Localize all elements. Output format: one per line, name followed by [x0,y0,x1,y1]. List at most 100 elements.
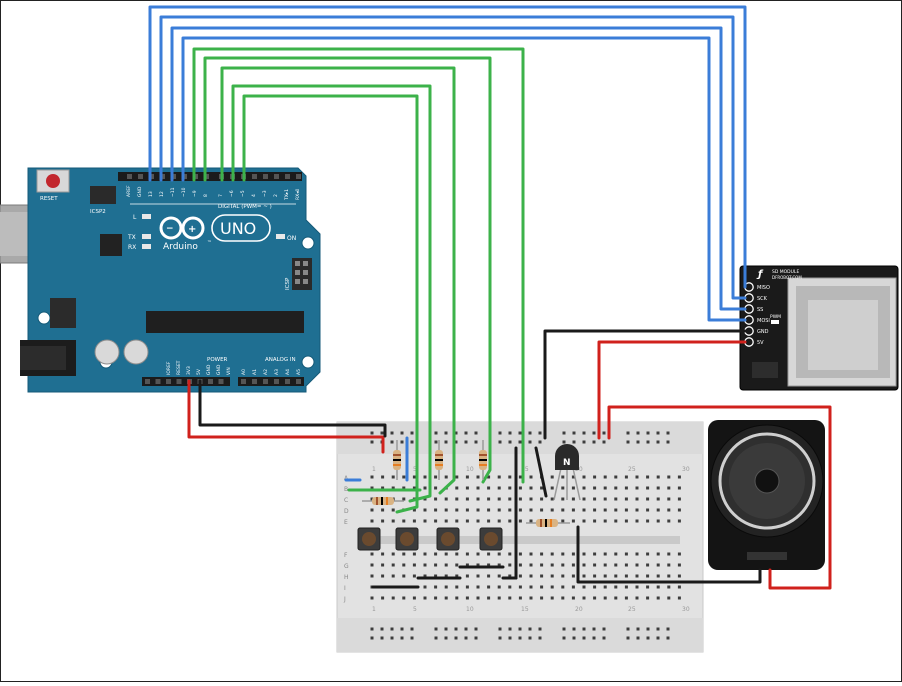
breadboard-hole [444,475,448,479]
analog-pin-labels: A0 A1 A2 A3 A4 A5 [241,369,302,375]
speaker-dustcap [754,468,780,494]
breadboard-hole [529,563,533,567]
breadboard-hole [465,574,469,578]
push-button[interactable] [479,527,503,551]
breadboard-hole [677,574,681,578]
breadboard-hole [582,574,586,578]
power-rail-hole [370,627,374,631]
pin-label: 13 [148,191,154,197]
breadboard-hole [646,596,650,600]
breadboard-hole [423,497,427,501]
icsp2-header [90,186,116,204]
icsp2-label: ICSP2 [90,209,106,215]
breadboard-hole [529,552,533,556]
power-rail-hole [498,440,502,444]
digital-label: DIGITAL (PWM= ~ ) [218,204,272,210]
breadboard-hole [677,596,681,600]
breadboard-hole [487,508,491,512]
row-label-j: J [343,596,346,603]
power-rail-hole [434,627,438,631]
power-rail-hole [400,627,404,631]
col-number-top: 15 [521,466,529,473]
center-channel [360,536,680,544]
breadboard-hole [635,497,639,501]
power-rail-hole [454,431,458,435]
breadboard-hole [476,574,480,578]
push-button[interactable] [436,527,460,551]
breadboard-hole [603,486,607,490]
resistor-band [376,497,378,505]
header-hole [218,379,224,384]
breadboard-hole [381,596,385,600]
breadboard-hole [434,585,438,589]
breadboard-hole [391,552,395,556]
breadboard-hole [656,552,660,556]
power-rail-hole [572,440,576,444]
breadboard-hole [677,497,681,501]
power-rail-hole [370,431,374,435]
breadboard-hole [444,585,448,589]
header-hole [252,379,257,384]
resistor [393,440,401,480]
breadboard-hole [667,508,671,512]
breadboard-hole [593,497,597,501]
row-label-g: G [344,563,349,570]
logo-right-loop [181,216,205,240]
col-number-top: 25 [628,466,636,473]
breadboard-hole [677,486,681,490]
breadboard-hole [561,563,565,567]
power-rail-hole [646,440,650,444]
breadboard-hole [614,486,618,490]
power-rail-hole [538,440,542,444]
power-header [142,377,230,386]
push-button[interactable] [357,527,381,551]
col-number-bottom: 20 [575,606,583,613]
breadboard-hole [476,486,480,490]
power-rail-hole [592,440,596,444]
power-rail-hole [410,636,414,640]
sd-card-slot-tray [808,300,878,370]
pin-label: 2 [273,194,279,197]
breadboard-hole [603,563,607,567]
row-label-d: D [344,508,349,515]
pin-label: GND [206,364,212,375]
power-rail-hole [656,440,660,444]
breadboard-hole [646,497,650,501]
power-rail-hole [538,636,542,640]
breadboard-hole [412,475,416,479]
breadboard-hole [465,563,469,567]
power-rail-hole [562,636,566,640]
power-rail-hole [538,627,542,631]
breadboard-hole [571,486,575,490]
breadboard-hole [614,574,618,578]
breadboard-hole [465,596,469,600]
row-label-e: E [344,519,348,526]
breadboard-hole [518,519,522,523]
power-rail-hole [582,636,586,640]
header-hole [296,379,301,384]
header-hole [263,379,268,384]
breadboard-hole [614,497,618,501]
breadboard-hole [402,486,406,490]
sd-pin-label-5v: 5V [757,340,764,346]
power-rail-hole [602,636,606,640]
breadboard-hole [614,596,618,600]
push-button[interactable] [395,527,419,551]
breadboard-hole [561,508,565,512]
power-rail-hole [656,431,660,435]
power-rail-hole [370,636,374,640]
power-rail-hole [390,627,394,631]
pin-label: GND [137,186,143,197]
header-hole [296,174,301,179]
breadboard-hole [487,552,491,556]
power-rail-hole [390,636,394,640]
resistor [362,497,404,505]
breadboard-hole [561,497,565,501]
power-rail-hole [626,440,630,444]
breadboard-hole [646,508,650,512]
breadboard-hole [550,497,554,501]
voltage-regulator [50,298,76,328]
breadboard-hole [667,486,671,490]
header-hole [295,270,300,275]
